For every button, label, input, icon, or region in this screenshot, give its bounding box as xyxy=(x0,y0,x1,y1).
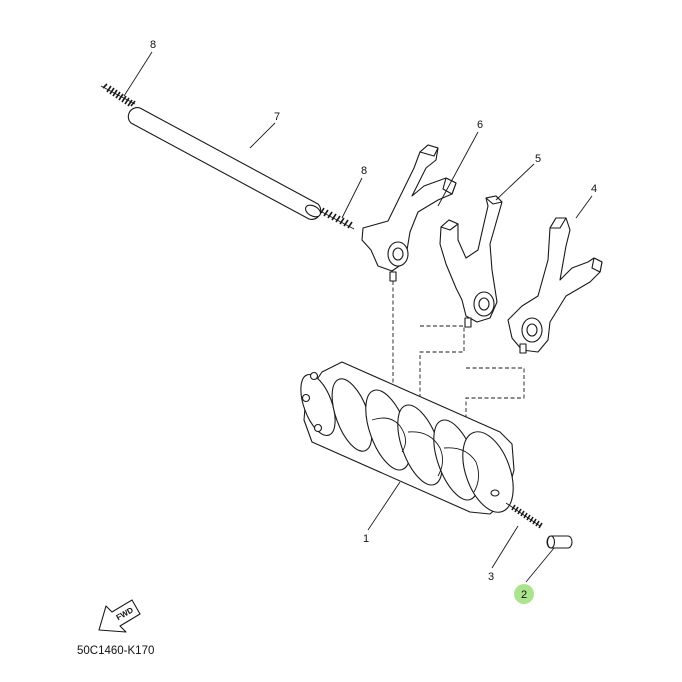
callout-numbers: 8 7 8 6 5 4 1 3 2 xyxy=(150,39,597,604)
part-4-shift-fork[interactable] xyxy=(507,217,603,354)
callout-5[interactable]: 5 xyxy=(535,153,541,165)
callout-2[interactable]: 2 xyxy=(521,589,527,601)
callout-1[interactable]: 1 xyxy=(363,533,369,545)
callout-4[interactable]: 4 xyxy=(591,183,597,195)
callout-7[interactable]: 7 xyxy=(274,111,280,123)
callout-6[interactable]: 6 xyxy=(477,119,483,131)
part-3-spring[interactable] xyxy=(505,502,543,529)
callout-8-upper[interactable]: 8 xyxy=(150,39,156,51)
part-1-shift-drum[interactable] xyxy=(294,361,523,519)
callout-leaders xyxy=(123,51,593,583)
part-2-pin[interactable] xyxy=(546,535,573,549)
callout-8-lower[interactable]: 8 xyxy=(361,165,367,177)
part-7-guide-bar[interactable] xyxy=(127,107,322,220)
part-8-spring-lower[interactable] xyxy=(319,207,355,230)
fwd-arrow-icon: FWD xyxy=(98,599,141,633)
part-6-shift-fork[interactable] xyxy=(361,144,457,282)
part-8-spring-upper[interactable] xyxy=(100,83,136,107)
callout-3[interactable]: 3 xyxy=(488,571,494,583)
part-5-shift-fork[interactable] xyxy=(439,195,503,328)
fork-drum-alignment-lines xyxy=(392,281,525,420)
drawing-code: 50C1460-K170 xyxy=(77,645,154,657)
callout-2-highlight xyxy=(514,584,534,604)
